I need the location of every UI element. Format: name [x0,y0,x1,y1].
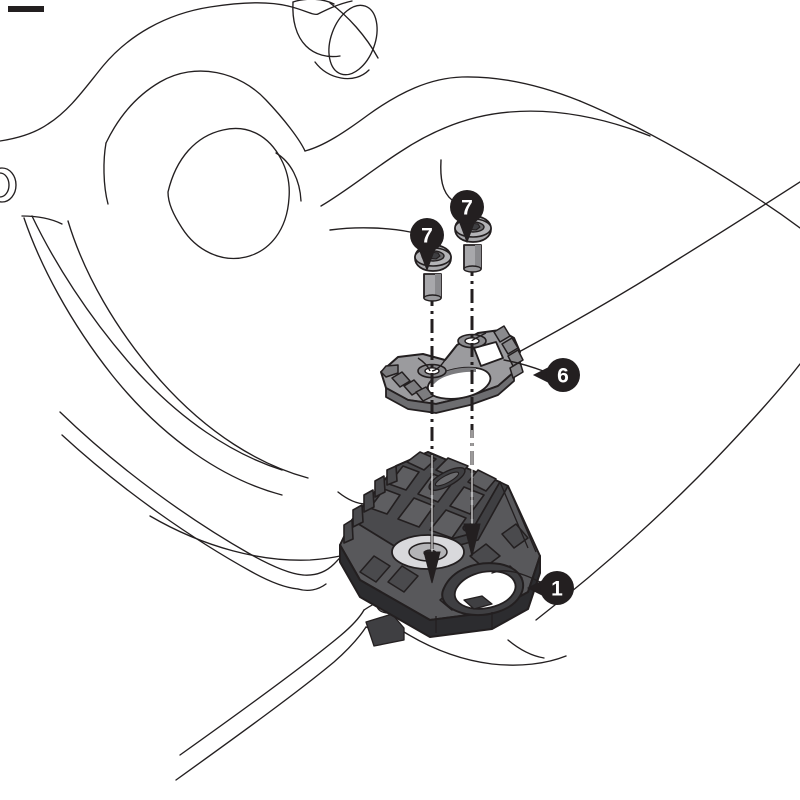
footpeg-lip-lines [435,481,537,633]
engine-case-inner-hook-top [105,70,306,152]
bolt-right-shank-shade [475,245,481,269]
engine-case-lower-contour [21,215,63,225]
background-curve-right [503,181,800,361]
engine-case-upper-arm [287,0,353,16]
cylinder-seam [329,2,379,59]
bolt-left-shank-end [423,294,442,302]
engine-case-inner-hook-left [103,142,109,205]
leader-1 [491,570,541,583]
case-ridge-lower [320,110,651,207]
frame-rail-lower [175,626,367,781]
engine-case-skirt-2 [31,215,283,471]
bracket-left-serrations [391,371,434,402]
callout-6-balloon [546,358,580,392]
footpeg-edge-teeth [343,465,398,544]
engine-case-bottom-edge2 [337,491,367,505]
bracket-oval-cutout-shade [430,367,476,384]
frame-tab [365,613,405,647]
engine-case-inner-hollow [167,127,290,259]
callout-leaders [329,159,547,583]
footpeg-tread-blocks [369,451,497,539]
part-footpeg[interactable] [339,451,541,638]
case-ridge-far [579,100,800,229]
frame-rail-upper2 [61,434,299,590]
leader-7-left [329,227,411,233]
footpeg-nose-detail-inner [434,471,460,487]
engine-case-skirt-1 [23,217,283,496]
bolt-right-shank-end [463,265,482,273]
cylinder-end-ellipse [328,4,378,76]
leader-7-right [440,159,453,201]
bracket-crease-lines [417,332,487,372]
callout-1-balloon [540,571,574,605]
callout-7-right-balloon [450,190,484,224]
frame-rail-join [297,583,327,592]
engine-case-skirt-3 [67,220,309,479]
bracket-left-tip [380,364,399,378]
part-mounting-bracket[interactable] [380,325,524,414]
case-boss-inner [0,172,10,198]
machine-outline-group [0,0,800,781]
case-ridge-upper [304,76,581,152]
cylinder-top-edge [292,0,335,5]
crop-mark [8,6,44,12]
engine-case-hollow-inner2 [275,152,302,202]
callout-6[interactable]: 6 [532,358,580,392]
footpeg-heel-slot-notch [463,595,493,610]
bracket-rect-cutout [473,341,504,367]
frame-rail-upper [59,411,304,576]
cylinder-tube-lower [314,61,370,80]
lower-frame-boundary [403,631,567,666]
callout-7-left-balloon [410,218,444,252]
bolt-left-shank-shade [435,274,441,298]
centerline-arrowheads [423,523,481,584]
frame-rail-lower2 [179,609,365,756]
arrowhead-left [423,551,441,584]
engine-case-outline [0,2,289,142]
arrowhead-right [463,523,481,557]
case-boss-outer [0,167,17,203]
swingarm-contour-right2 [507,639,545,659]
swingarm-contour-right [535,363,800,621]
bracket-thickness [385,371,515,414]
engine-case-bottom-edge [149,515,367,561]
bracket-right-fingers [493,325,524,379]
